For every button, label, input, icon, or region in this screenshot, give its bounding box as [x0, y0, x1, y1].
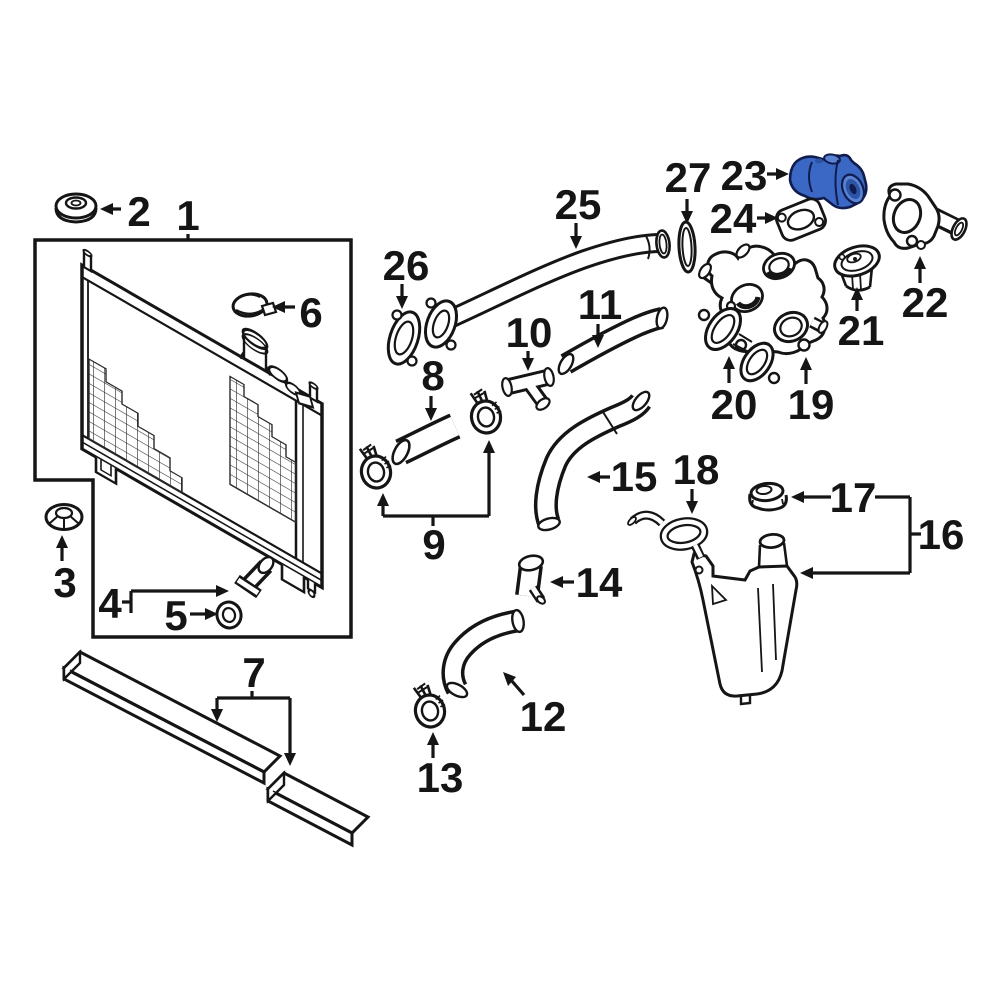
part-radiator: [80, 248, 324, 599]
part-label-1[interactable]: 1: [176, 192, 199, 239]
part-label-21[interactable]: 21: [838, 307, 885, 354]
part-label-10[interactable]: 10: [506, 309, 553, 356]
part-pipe-gasket-26: [386, 309, 422, 367]
part-label-4[interactable]: 4: [98, 580, 122, 627]
part-label-12[interactable]: 12: [520, 693, 567, 740]
part-label-13[interactable]: 13: [417, 754, 464, 801]
part-label-6[interactable]: 6: [299, 289, 322, 336]
part-hose-12: [441, 608, 525, 699]
part-oring-27: [677, 220, 697, 274]
radiator-core-fins-right: [229, 375, 297, 524]
part-upper-mount-cushion: [54, 192, 98, 224]
part-housing-gaskets-20: [697, 307, 781, 385]
radiator-filler-neck: [238, 327, 272, 376]
part-outlet-fitting-22: [882, 182, 968, 250]
part-label-15[interactable]: 15: [611, 453, 658, 500]
part-label-19[interactable]: 19: [788, 381, 835, 428]
part-label-25[interactable]: 25: [555, 181, 602, 228]
callout-arrows: [56, 168, 926, 766]
part-inlet-pipe-25: [423, 229, 671, 351]
part-t-connector: [501, 367, 555, 411]
part-label-18[interactable]: 18: [673, 446, 720, 493]
part-drain-plug-oring: [215, 600, 243, 630]
part-thermostat: [833, 244, 881, 292]
part-radiator-cap: [231, 292, 278, 318]
part-connector-tube-14: [515, 554, 546, 605]
part-hose-15: [533, 390, 651, 532]
part-label-23[interactable]: 23: [721, 152, 768, 199]
part-radiator-box: [33, 238, 353, 639]
part-label-3[interactable]: 3: [53, 559, 76, 606]
part-label-17[interactable]: 17: [830, 474, 877, 521]
radiator-core-fins-left: [88, 357, 183, 494]
part-label-27[interactable]: 27: [665, 154, 712, 201]
part-air-baffle-strips: [61, 649, 371, 848]
part-label-14[interactable]: 14: [576, 559, 623, 606]
part-label-9[interactable]: 9: [422, 521, 445, 568]
part-label-20[interactable]: 20: [711, 381, 758, 428]
part-reservoir-cap: [748, 481, 788, 512]
part-label-7[interactable]: 7: [242, 649, 265, 696]
part-lower-mount-cushion: [44, 503, 84, 531]
part-clamp-13: [408, 678, 451, 732]
part-label-22[interactable]: 22: [902, 279, 949, 326]
part-label-11[interactable]: 11: [578, 281, 622, 328]
part-label-5[interactable]: 5: [164, 592, 187, 639]
part-label-26[interactable]: 26: [383, 242, 430, 289]
part-label-8[interactable]: 8: [421, 352, 444, 399]
part-hose-8: [391, 413, 461, 466]
part-label-24[interactable]: 24: [710, 195, 757, 242]
part-gasket-24: [774, 197, 827, 242]
part-label-2[interactable]: 2: [127, 188, 150, 235]
part-hose-11: [557, 306, 669, 376]
part-label-16[interactable]: 16: [918, 511, 965, 558]
part-reservoir-hose-18: [627, 510, 709, 560]
part-number-labels: 1 2 3 4 5 6 7 8 9 10 11 12 13 14 15 16 1…: [53, 152, 964, 801]
part-drain-plug: [234, 555, 275, 599]
part-reservoir-tank: [690, 533, 799, 706]
part-water-inlet-fitting-highlighted[interactable]: [788, 153, 868, 210]
